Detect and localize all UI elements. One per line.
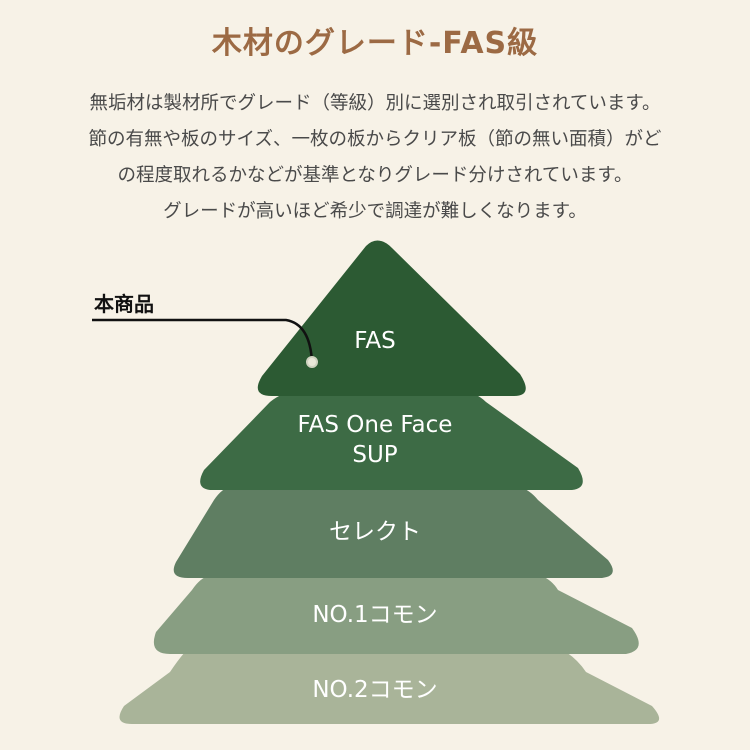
tier-no1-common <box>153 575 639 654</box>
description-line-3: の程度取れるかなどが基準となりグレード分けされています。 <box>117 165 633 186</box>
tier-label-no2-common: NO.2コモン <box>312 677 438 703</box>
tier-label-no1-common: NO.1コモン <box>312 602 438 628</box>
tier-fas-one-face-sup <box>200 392 583 490</box>
tier-fas <box>257 240 526 396</box>
description: 無垢材は製材所でグレード（等級）別に選別され取引されています。 節の有無や板のサ… <box>0 86 750 230</box>
callout-label: 本商品 <box>94 292 154 316</box>
tier-label-fas: FAS <box>354 328 396 354</box>
tier-no2-common <box>119 652 660 724</box>
description-line-4: グレードが高いほど希少で調達が難しくなります。 <box>163 201 587 222</box>
tier-select <box>173 486 613 578</box>
tier-label-fas-one-face: FAS One Face SUP <box>297 412 453 468</box>
description-line-1: 無垢材は製材所でグレード（等級）別に選別され取引されています。 <box>89 93 661 114</box>
callout-dot <box>306 356 318 368</box>
tier-label-select: セレクト <box>329 519 421 545</box>
page-title: 木材のグレード-FAS級 <box>211 26 539 61</box>
description-line-2: 節の有無や板のサイズ、一枚の板からクリア板（節の無い面積）がど <box>88 129 662 150</box>
callout-line <box>92 318 314 363</box>
